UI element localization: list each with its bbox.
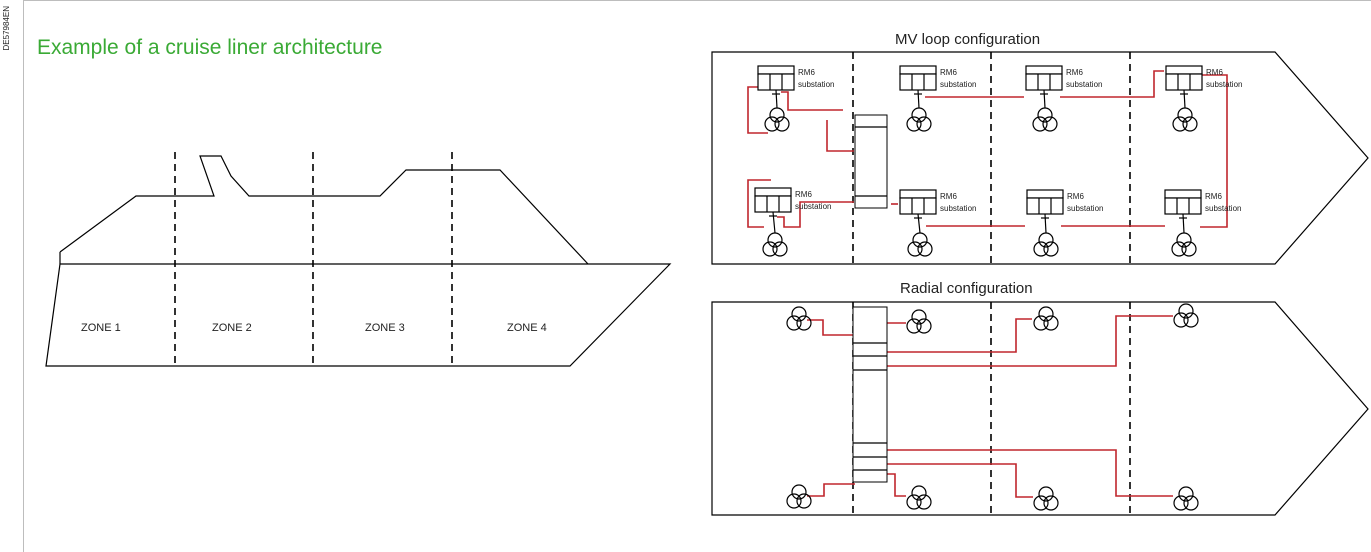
radial-heading: Radial configuration (900, 280, 1033, 297)
transformer-icon (1173, 486, 1199, 511)
substation-label-rm6: RM6 (940, 68, 957, 77)
substation-label-rm6: RM6 (940, 192, 957, 201)
substation-label: substation (1206, 80, 1242, 89)
ship-hull (45, 263, 672, 367)
page-title: Example of a cruise liner architecture (37, 36, 383, 59)
transformer-icon (1032, 107, 1058, 132)
substation-label: substation (798, 80, 834, 89)
transformer-icon (786, 484, 812, 509)
transformer-icon (1033, 486, 1059, 511)
rm6-substation: RM6 substation (1165, 65, 1242, 132)
rm6-substation: RM6 substation (1164, 189, 1241, 257)
loop-cable (826, 120, 854, 152)
rm6-substation: RM6 substation (899, 65, 976, 132)
transformer-icon (1171, 232, 1197, 257)
loop-cable (781, 91, 843, 111)
transformer-icon (906, 107, 932, 132)
substation-label-rm6: RM6 (1206, 68, 1223, 77)
radial-feeder (887, 318, 1032, 353)
transformer-icon (1033, 232, 1059, 257)
substations: RM6substationRM6substationRM6substationR… (754, 65, 1242, 257)
page-frame (23, 0, 1371, 552)
main-switchboard (854, 114, 888, 209)
substation-label-rm6: RM6 (1066, 68, 1083, 77)
ship-diagram: ZONE 1 ZONE 2 ZONE 3 ZONE 4 (45, 152, 672, 368)
substation-label: substation (1066, 80, 1102, 89)
substation-label-rm6: RM6 (795, 190, 812, 199)
zone-label-3: ZONE 3 (365, 322, 405, 334)
loop-cable (747, 179, 771, 228)
loop-cable (1060, 70, 1164, 98)
radial-feeder (807, 483, 855, 497)
substation-label: substation (1205, 204, 1241, 213)
substation-label: substation (940, 80, 976, 89)
substation-label: substation (795, 202, 831, 211)
transformer-icon (1172, 107, 1198, 132)
zone-label-2: ZONE 2 (212, 322, 252, 334)
substation-label: substation (940, 204, 976, 213)
rm6-substation: RM6 substation (1025, 65, 1102, 132)
zone-label-1: ZONE 1 (81, 322, 121, 334)
ship-superstructure (59, 155, 589, 265)
radial-feeder (887, 449, 1173, 497)
mv-loop-hull (711, 51, 1369, 265)
rm6-substation: RM6 substation (754, 187, 831, 257)
transformer-icon (1033, 306, 1059, 331)
radial-feeder (887, 463, 1033, 498)
transformer-icon (906, 485, 932, 510)
transformer-icon (764, 107, 790, 132)
rm6-substation: RM6 substation (757, 65, 834, 132)
radial-diagram (711, 301, 1369, 516)
zone-label-4: ZONE 4 (507, 322, 547, 334)
substation-label: substation (1067, 204, 1103, 213)
radial-feeder (807, 319, 855, 336)
loop-cable (1199, 74, 1228, 228)
substation-label-rm6: RM6 (798, 68, 815, 77)
radial-feeder (887, 315, 1173, 367)
transformers (786, 303, 1199, 511)
rm6-substation: RM6 substation (899, 189, 976, 257)
transformer-icon (906, 309, 932, 334)
substation-label-rm6: RM6 (1067, 192, 1084, 201)
mv-loop-diagram: RM6substationRM6substationRM6substationR… (711, 51, 1369, 265)
transformer-icon (762, 232, 788, 257)
rm6-substation: RM6 substation (1026, 189, 1103, 257)
substation-label-rm6: RM6 (1205, 192, 1222, 201)
transformer-icon (786, 306, 812, 331)
loop-cable (747, 86, 768, 134)
mv-loop-heading: MV loop configuration (895, 31, 1040, 48)
radial-hull (711, 301, 1369, 516)
main-switchboard (852, 306, 888, 483)
transformer-icon (907, 232, 933, 257)
loop-cable (777, 201, 854, 228)
transformer-icon (1173, 303, 1199, 328)
